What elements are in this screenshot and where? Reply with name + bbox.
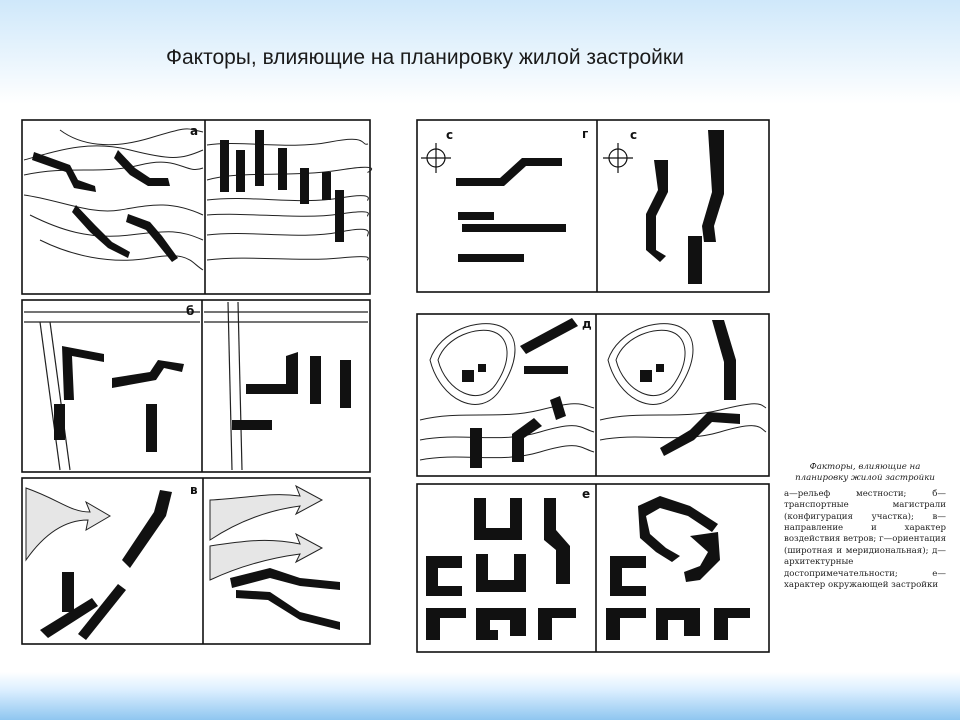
slide-title: Факторы, влияющие на планировку жилой за… (166, 46, 684, 69)
panel-a-contours (23, 128, 373, 271)
figure-caption: Факторы, влияющие на планировку жилой за… (784, 462, 946, 591)
panel-e-frame (416, 483, 770, 653)
caption-body: а—рельеф местности; б—транспортные магис… (784, 488, 946, 591)
panel-e-buildings (426, 496, 750, 640)
panel-g-frame (416, 119, 770, 293)
panel-b-label: б (186, 304, 194, 318)
panel-a-frame (21, 119, 371, 295)
panel-d-buildings (462, 318, 740, 468)
panel-d-frame (416, 313, 770, 477)
panel-v-frame (21, 477, 371, 645)
panel-v-buildings (40, 490, 340, 640)
panel-g-north-1: с (446, 128, 453, 142)
panel-g-label: г (582, 127, 588, 141)
panel-v-label: в (190, 483, 198, 497)
panel-e-label: е (582, 487, 590, 501)
panel-b-frame (21, 299, 371, 473)
panel-b-streets (24, 301, 368, 471)
panel-g-north-2: с (630, 128, 637, 142)
panel-d-label: д (582, 317, 592, 331)
panel-g-compass (421, 143, 633, 173)
panel-v-wind (25, 484, 324, 581)
caption-title: Факторы, влияющие на планировку жилой за… (795, 462, 935, 484)
panel-g-buildings (456, 130, 724, 284)
panel-b-buildings (54, 346, 351, 452)
panel-a-buildings (32, 130, 344, 262)
panel-a-label: а (190, 124, 198, 138)
panel-d-contours (419, 323, 767, 461)
